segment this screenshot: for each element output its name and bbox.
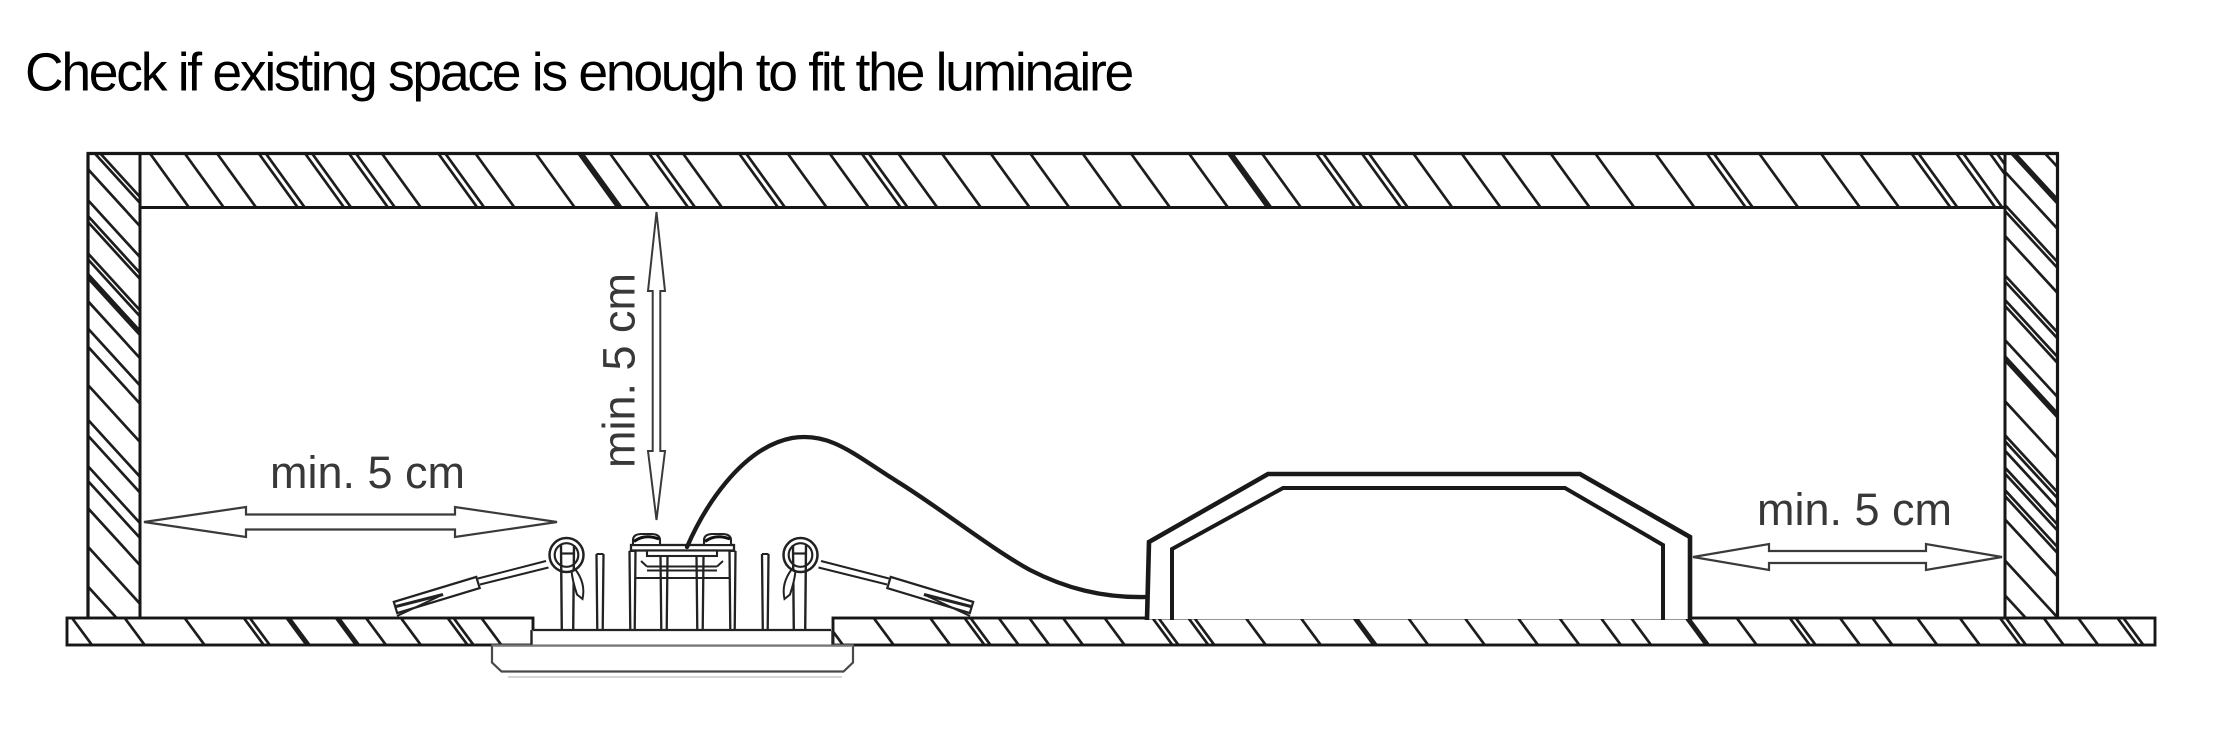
svg-text:min. 5 cm: min. 5 cm	[1757, 484, 1952, 535]
svg-text:Check if existing space is eno: Check if existing space is enough to fit…	[25, 44, 1132, 103]
svg-text:min. 5 cm: min. 5 cm	[594, 273, 645, 468]
svg-text:min. 5 cm: min. 5 cm	[270, 447, 465, 498]
